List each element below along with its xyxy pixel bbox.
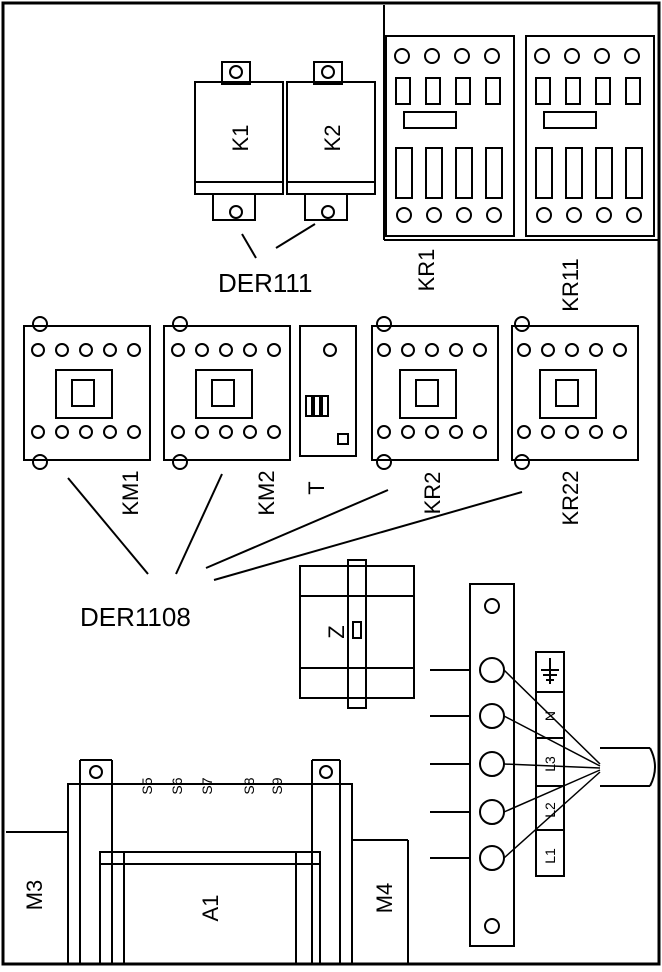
label-a1: A1 — [198, 895, 223, 922]
contactor-kr11 — [525, 35, 655, 237]
label-k1: K1 — [228, 125, 253, 152]
filter-z — [299, 559, 415, 709]
contactor-km2 — [163, 316, 291, 470]
relay-k1 — [194, 61, 284, 221]
label-z: Z — [324, 625, 349, 638]
contactor-km1 — [23, 316, 151, 470]
label-km2: KM2 — [254, 470, 279, 515]
terminal-n: N — [542, 711, 558, 721]
relay-k2 — [286, 61, 376, 221]
leader-der111-b — [275, 223, 316, 249]
terminal-l2: L2 — [542, 802, 558, 818]
contactor-kr22 — [511, 316, 639, 470]
selector-s7: S7 — [199, 777, 215, 794]
leader-der1108-km1 — [67, 477, 149, 575]
leader-der1108-kr2 — [205, 489, 389, 569]
callout-der1108: DER1108 — [80, 602, 191, 632]
selector-s8: S8 — [241, 777, 257, 794]
contactor-kr1 — [385, 35, 515, 237]
callout-der111: DER111 — [218, 268, 312, 298]
terminal-strip — [430, 583, 656, 947]
label-kr2: KR2 — [420, 472, 445, 515]
label-kr1: KR1 — [414, 249, 439, 292]
label-k2: K2 — [320, 125, 345, 152]
contactor-kr2 — [371, 316, 499, 470]
selector-s5: S5 — [139, 777, 155, 794]
leader-der111-a — [241, 233, 257, 259]
leader-der1108-km2 — [175, 473, 223, 575]
board-a1 — [67, 759, 353, 965]
selector-s6: S6 — [169, 777, 185, 794]
leader-der1108-kr22 — [213, 491, 523, 581]
terminal-l3: L3 — [542, 756, 558, 772]
selector-s9: S9 — [269, 777, 285, 794]
label-m3: M3 — [22, 880, 47, 911]
label-km1: KM1 — [118, 470, 143, 515]
label-m4: M4 — [372, 883, 397, 914]
transformer-t — [299, 325, 357, 457]
terminal-l1: L1 — [542, 848, 558, 864]
label-t: T — [304, 481, 329, 494]
label-kr22: KR22 — [558, 470, 583, 525]
label-kr11: KR11 — [558, 258, 583, 311]
